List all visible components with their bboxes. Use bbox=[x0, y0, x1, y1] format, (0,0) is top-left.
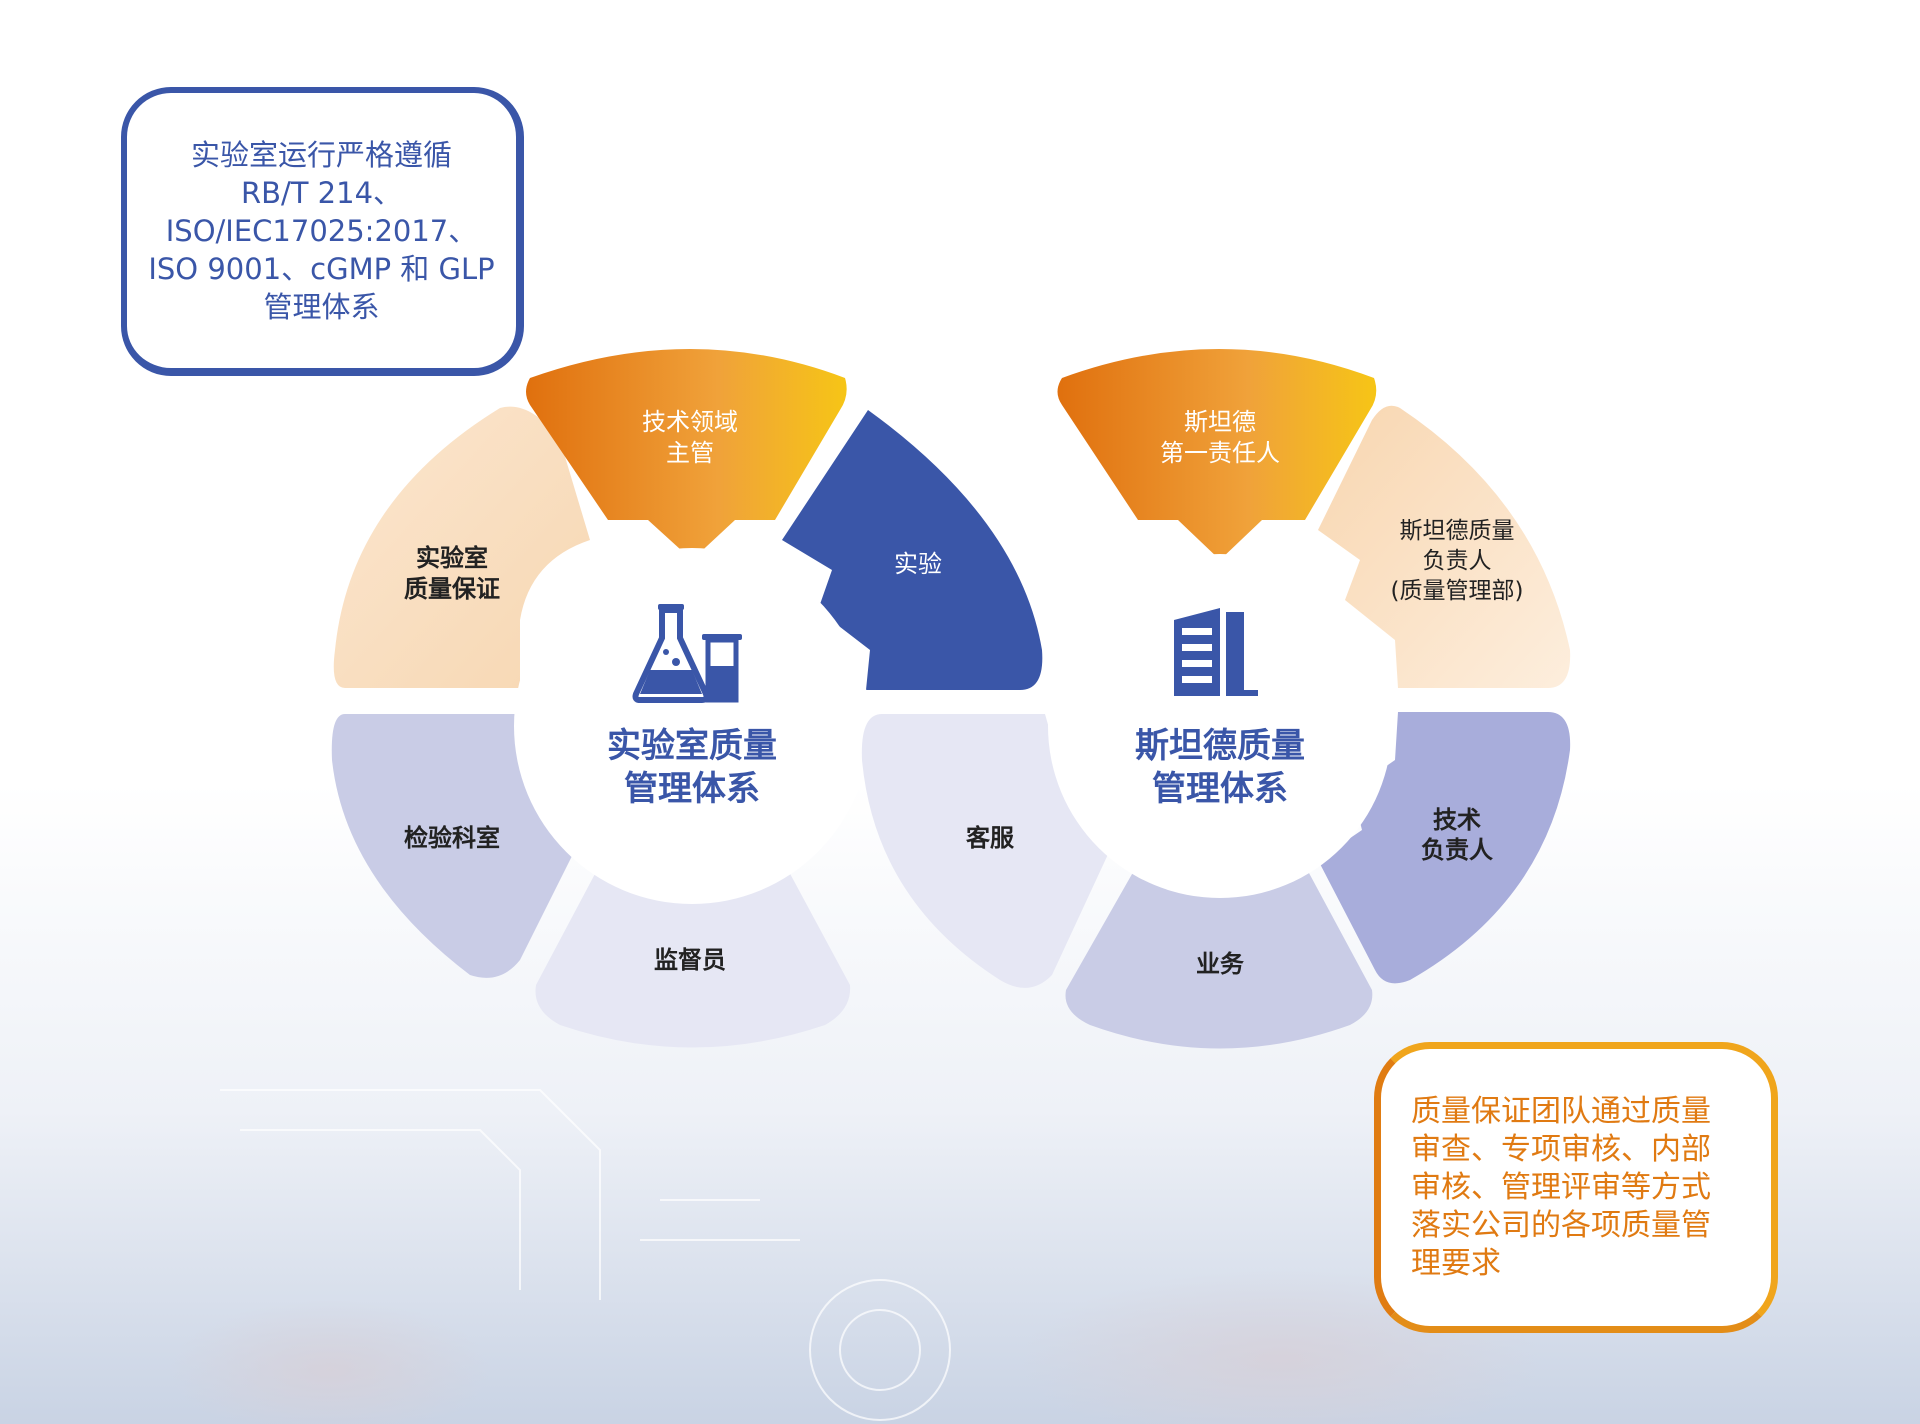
segment-label: 质量保证 bbox=[404, 575, 500, 603]
segment-inspection[interactable] bbox=[331, 714, 585, 978]
segment-label: 负责人 bbox=[1421, 836, 1493, 864]
left-center-title: 管理体系 bbox=[624, 769, 760, 809]
standards-note-line: 实验室运行严格遵循 bbox=[190, 137, 452, 172]
qa-team-note: 质量保证团队通过质量审查、专项审核、内部审核、管理评审等方式落实公司的各项质量管… bbox=[1374, 1042, 1778, 1333]
segment-label: 业务 bbox=[1196, 950, 1245, 978]
segment-experiment[interactable] bbox=[782, 410, 1043, 690]
segment-label: 检验科室 bbox=[404, 824, 500, 852]
left-center-title: 实验室质量 bbox=[607, 726, 777, 766]
segment-label: 斯坦德 bbox=[1184, 408, 1256, 436]
right-center-title: 斯坦德质量 bbox=[1135, 726, 1305, 766]
standards-note-line: ISO/IEC17025:2017、 bbox=[165, 213, 478, 248]
segment-label: 客服 bbox=[966, 824, 1015, 852]
right-center-title: 管理体系 bbox=[1152, 769, 1288, 809]
lab-flask-icon bbox=[632, 604, 742, 703]
building-icon bbox=[1174, 608, 1258, 696]
segment-label: 技术领域 bbox=[642, 408, 738, 436]
segment-label: 负责人 bbox=[1423, 548, 1492, 574]
segment-label: 斯坦德质量 bbox=[1400, 518, 1515, 544]
segment-quality-owner[interactable] bbox=[1318, 405, 1571, 688]
segment-tech-lead[interactable] bbox=[526, 349, 847, 560]
standards-note-line: 管理体系 bbox=[263, 289, 380, 324]
segment-label: 主管 bbox=[666, 439, 714, 467]
standards-note-line: RB/T 214、 bbox=[240, 175, 403, 210]
segment-supervisor[interactable] bbox=[535, 840, 851, 1048]
segment-label: 实验室 bbox=[416, 544, 488, 572]
segment-label: (质量管理部) bbox=[1391, 578, 1524, 604]
standards-note-line: ISO 9001、cGMP 和 GLP bbox=[148, 251, 495, 286]
segment-label: 实验 bbox=[894, 550, 942, 578]
segment-lab-qa[interactable] bbox=[333, 406, 590, 688]
segment-label: 监督员 bbox=[654, 946, 726, 974]
segment-label: 技术 bbox=[1433, 806, 1481, 834]
segment-label: 第一责任人 bbox=[1160, 439, 1280, 467]
segment-first-responsible[interactable] bbox=[1057, 349, 1377, 560]
segment-business[interactable] bbox=[1065, 845, 1373, 1049]
segment-customer-service[interactable] bbox=[861, 714, 1110, 988]
right-wheel: 斯坦德质量 管理体系 斯坦德 第一责任人 斯坦德质量 负责人 (质量管理部) 技… bbox=[861, 349, 1571, 1049]
left-wheel: 实验室质量 管理体系 实验室 质量保证 技术领域 主管 实验 检验科室 监督员 bbox=[331, 349, 1043, 1048]
standards-note: 实验室运行严格遵循 RB/T 214、 ISO/IEC17025:2017、 I… bbox=[121, 87, 524, 376]
qa-team-note-text: 质量保证团队通过质量审查、专项审核、内部审核、管理评审等方式落实公司的各项质量管… bbox=[1411, 1093, 1711, 1281]
